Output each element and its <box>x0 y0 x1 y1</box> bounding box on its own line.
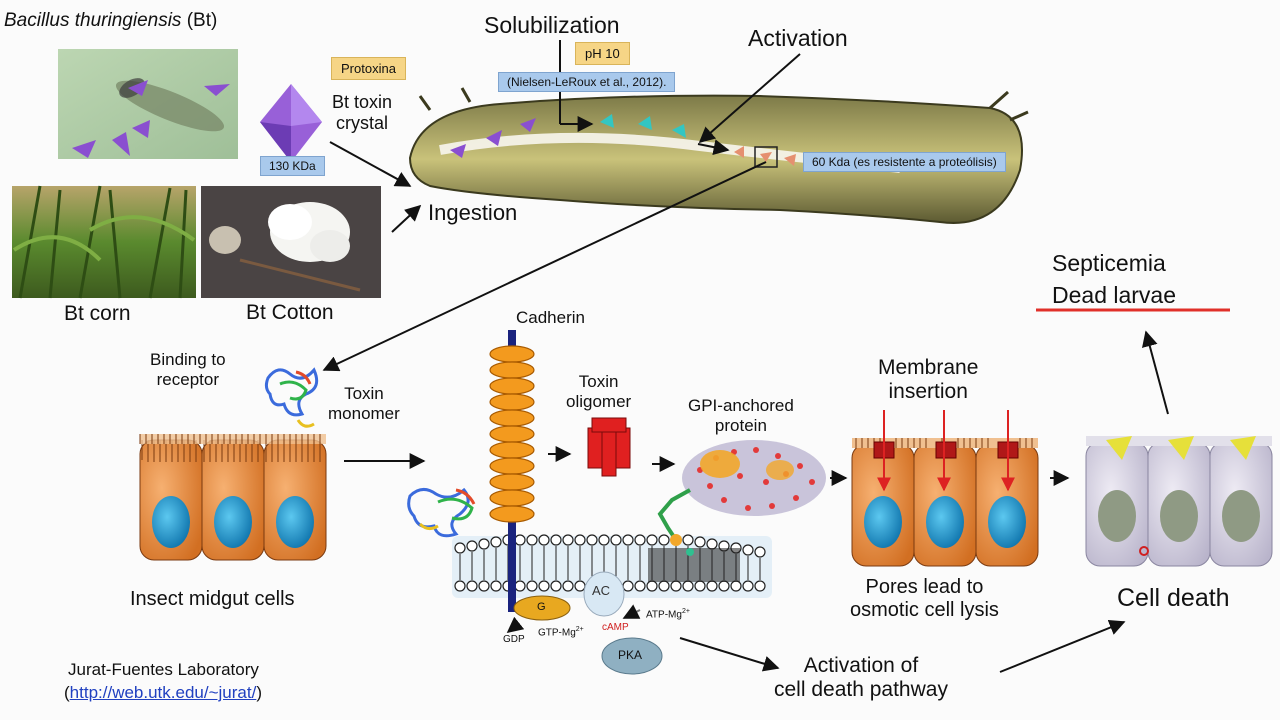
url-close-paren: ) <box>256 683 262 702</box>
bt-corn-label: Bt corn <box>64 302 131 325</box>
gpi-anchored-protein <box>657 440 826 556</box>
signaling-molecules <box>506 571 663 675</box>
pores-lead-label: Pores lead to osmotic cell lysis <box>850 576 999 621</box>
bt-microscope-photo <box>58 49 238 159</box>
gtp-text: GTP-Mg <box>538 627 576 639</box>
dead-cells <box>1085 436 1273 567</box>
binding-to-receptor-label: Binding to receptor <box>150 350 226 389</box>
gdp-label: GDP <box>503 634 525 645</box>
kda-60-label: 60 Kda (es resistente a proteólisis) <box>803 152 1006 172</box>
cadherin-label: Cadherin <box>516 308 585 327</box>
lab-name: Jurat-Fuentes Laboratory <box>68 660 259 679</box>
bt-cotton-label: Bt Cotton <box>246 301 334 324</box>
ingestion-label: Ingestion <box>428 200 518 225</box>
pka-label: PKA <box>618 648 643 662</box>
cadherin-receptor <box>489 330 535 612</box>
kda-130-label: 130 KDa <box>260 156 325 176</box>
organism-title: Bacillus thuringiensis (Bt) <box>4 10 217 32</box>
toxin-oligomer-icon <box>587 417 631 477</box>
flow-arrows-top <box>322 40 801 372</box>
gtp-label: GTP-Mg2+ <box>538 626 584 639</box>
ac-label: AC <box>592 583 611 598</box>
insect-midgut-cells <box>139 434 327 561</box>
dead-larvae-label: Dead larvae <box>1052 282 1177 308</box>
protoxina-label: Protoxina <box>331 57 406 80</box>
gpi-protein-label: GPI-anchored protein <box>688 396 794 435</box>
camp-label: cAMP <box>602 622 629 633</box>
organism-italic: Bacillus thuringiensis <box>4 10 182 31</box>
activation-pathway-label: Activation of cell death pathway <box>774 654 948 702</box>
gtp-sup: 2+ <box>575 626 584 633</box>
toxin-structure-bound <box>264 367 319 428</box>
cell-death-label: Cell death <box>1117 584 1230 612</box>
lab-url-link[interactable]: http://web.utk.edu/~jurat/ <box>69 683 257 702</box>
bt-cotton-photo <box>201 186 381 298</box>
activation-label: Activation <box>748 25 848 51</box>
toxin-monomer-structure <box>407 487 476 538</box>
atp-label: ATP-Mg2+ <box>646 608 690 621</box>
ph10-label: pH 10 <box>575 42 630 65</box>
bt-toxin-crystal-label: Bt toxin crystal <box>332 92 393 133</box>
bt-corn-photo <box>12 185 196 299</box>
pore-cells <box>851 410 1039 567</box>
larva-image <box>408 87 1029 224</box>
citation-label: (Nielsen-LeRoux et al., 2012). <box>498 72 676 92</box>
url-open-paren: ( <box>64 683 70 702</box>
bt-crystal-icon <box>260 84 322 162</box>
atp-text: ATP-Mg <box>646 609 682 621</box>
septicemia-label: Septicemia <box>1052 250 1166 276</box>
g-protein-label: G <box>537 601 546 613</box>
toxin-oligomer-label: Toxin oligomer <box>566 372 632 411</box>
toxin-monomer-label: Toxin monomer <box>328 384 400 423</box>
organism-suffix: (Bt) <box>181 10 218 31</box>
solubilization-label: Solubilization <box>484 12 620 38</box>
atp-sup: 2+ <box>681 608 690 615</box>
lab-url-line: (http://web.utk.edu/~jurat/) <box>64 683 262 703</box>
flow-arrows-bottom <box>679 330 1169 673</box>
membrane-insertion-label: Membrane insertion <box>878 356 979 404</box>
insect-midgut-cells-label: Insect midgut cells <box>130 588 295 610</box>
